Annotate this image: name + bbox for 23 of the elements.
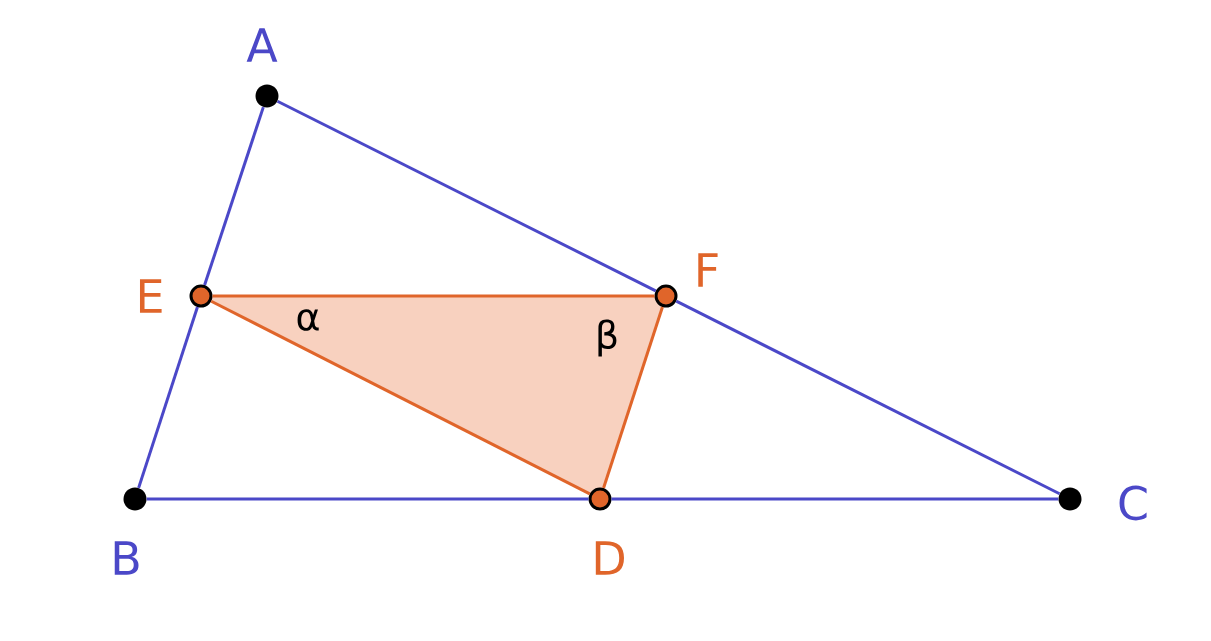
line-segment xyxy=(146,497,589,501)
point-label: D xyxy=(595,541,624,575)
point-dot xyxy=(255,84,279,108)
line-segment xyxy=(611,497,1059,501)
line-segment xyxy=(203,106,265,286)
line-segment xyxy=(276,99,657,293)
point-dot xyxy=(588,487,612,511)
angle-label: α xyxy=(297,309,319,331)
point-dot xyxy=(123,487,147,511)
point-label: B xyxy=(114,541,139,575)
point-label: E xyxy=(140,279,162,313)
line-segment xyxy=(210,299,591,496)
point-label: A xyxy=(246,28,278,62)
line-segment xyxy=(137,306,199,489)
line-segment xyxy=(212,294,655,298)
angle-label: β xyxy=(598,319,617,357)
point-dot xyxy=(1058,487,1082,511)
point-dot xyxy=(189,284,213,308)
point-dot xyxy=(654,284,678,308)
point-label: F xyxy=(698,253,718,287)
point-label: C xyxy=(1119,485,1147,521)
line-segment xyxy=(602,306,664,489)
line-segment xyxy=(675,299,1061,496)
